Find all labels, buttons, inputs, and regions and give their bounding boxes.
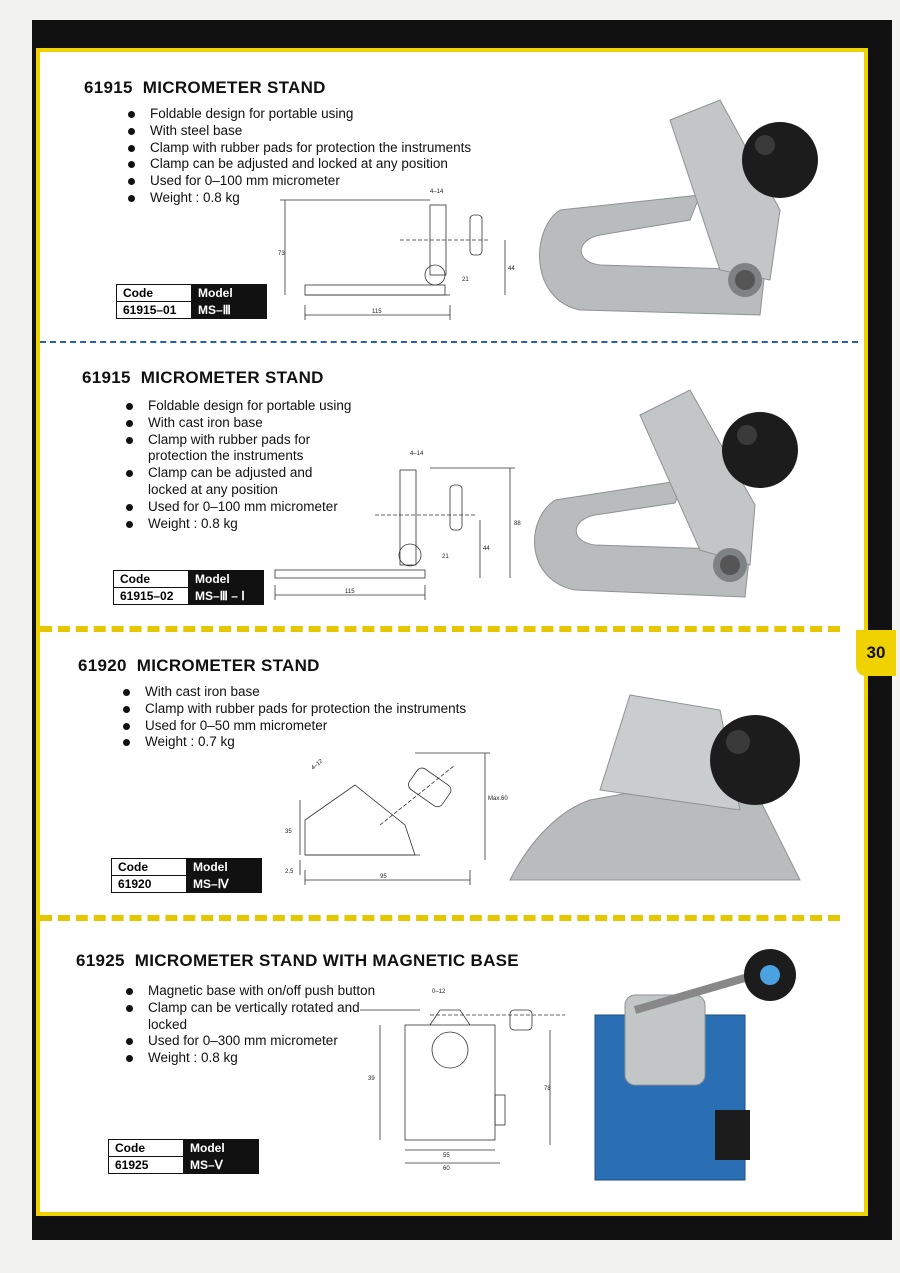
- list-item: Weight : 0.8 kg: [124, 516, 354, 533]
- dim-label: 95: [380, 874, 387, 880]
- model-header: Model: [191, 284, 267, 302]
- feature-list: Foldable design for portable using With …: [126, 106, 546, 207]
- knob-icon: [710, 715, 800, 805]
- list-item: Weight : 0.8 kg: [124, 1050, 384, 1067]
- feature-list: Foldable design for portable using With …: [124, 398, 354, 532]
- list-item: Clamp with rubber pads for protection th…: [126, 140, 546, 157]
- dim-label: 4–12: [310, 758, 325, 772]
- dim-label: 88: [514, 521, 521, 527]
- list-item: Clamp can be adjusted and locked at any …: [124, 465, 354, 499]
- feature-list: With cast iron base Clamp with rubber pa…: [121, 684, 541, 751]
- product-number: 61925: [76, 951, 125, 970]
- list-item: Weight : 0.8 kg: [126, 190, 546, 207]
- feature-list: Magnetic base with on/off push button Cl…: [124, 983, 384, 1067]
- product-title: 61915 MICROMETER STAND: [84, 78, 326, 98]
- model-value: MS–Ⅴ: [183, 1156, 259, 1174]
- dim-label: 35: [285, 829, 292, 835]
- dim-label: 21: [462, 277, 469, 283]
- dim-label: 2.5: [285, 869, 294, 875]
- list-item: Used for 0–100 mm micrometer: [126, 173, 546, 190]
- dim-label: 73: [278, 251, 285, 257]
- dim-label: 4–14: [410, 451, 424, 457]
- list-item: Used for 0–300 mm micrometer: [124, 1033, 384, 1050]
- product-number: 61920: [78, 656, 127, 675]
- list-item: With steel base: [126, 123, 546, 140]
- code-value: 61920: [111, 875, 187, 893]
- code-value: 61915–02: [113, 587, 189, 605]
- dimension-drawing: 0–12 39 78 55 60: [360, 989, 565, 1172]
- model-header: Model: [183, 1139, 259, 1157]
- list-item: Used for 0–100 mm micrometer: [124, 499, 354, 516]
- dimension-drawing: 4–12 35 2.5 Max.60 95: [285, 752, 508, 885]
- dimension-drawing: 4–14 88 44 21 115: [274, 451, 521, 600]
- page-number-tab: 30: [856, 630, 896, 676]
- dim-label: 44: [483, 546, 490, 552]
- model-value: MS–Ⅲ – Ⅰ: [188, 587, 264, 605]
- product-name: MICROMETER STAND: [136, 656, 320, 675]
- dim-label: 115: [345, 589, 355, 595]
- product-title: 61920 MICROMETER STAND: [78, 656, 320, 676]
- dim-label: 44: [508, 266, 515, 272]
- dim-label: 39: [368, 1076, 375, 1082]
- list-item: Clamp can be vertically rotated and lock…: [124, 1000, 384, 1034]
- model-header: Model: [186, 858, 262, 876]
- product-title: 61925 MICROMETER STAND WITH MAGNETIC BASE: [76, 951, 519, 971]
- dimension-drawing: 73 4–14 21 44 115: [278, 189, 515, 320]
- dim-label: 21: [442, 554, 449, 560]
- dim-label: 0–12: [432, 989, 446, 995]
- dim-label: 55: [443, 1153, 450, 1159]
- dim-label: Max.60: [488, 796, 508, 802]
- model-value: MS–Ⅳ: [186, 875, 262, 893]
- list-item: Clamp with rubber pads for protection th…: [121, 701, 541, 718]
- section-divider-2: [40, 626, 840, 632]
- model-value: MS–Ⅲ: [191, 301, 267, 319]
- product-photo: [539, 99, 818, 316]
- knob-icon: [722, 412, 798, 488]
- code-value: 61915–01: [116, 301, 192, 319]
- section-divider-3: [40, 915, 840, 921]
- section-divider-1: [40, 341, 858, 343]
- product-name: MICROMETER STAND: [140, 368, 324, 387]
- code-header: Code: [113, 570, 189, 588]
- dim-label: 60: [443, 1166, 450, 1172]
- product-name: MICROMETER STAND: [142, 78, 326, 97]
- code-header: Code: [116, 284, 192, 302]
- product-photo: [594, 949, 796, 1181]
- dim-label: 115: [372, 309, 382, 315]
- product-name: MICROMETER STAND WITH MAGNETIC BASE: [134, 951, 519, 970]
- list-item: Foldable design for portable using: [126, 106, 546, 123]
- list-item: Magnetic base with on/off push button: [124, 983, 384, 1000]
- model-header: Model: [188, 570, 264, 588]
- list-item: Foldable design for portable using: [124, 398, 354, 415]
- code-header: Code: [111, 858, 187, 876]
- product-photo: [534, 389, 798, 598]
- code-value: 61925: [108, 1156, 184, 1174]
- list-item: Clamp with rubber pads for protection th…: [124, 432, 354, 466]
- list-item: Clamp can be adjusted and locked at any …: [126, 156, 546, 173]
- list-item: With cast iron base: [124, 415, 354, 432]
- list-item: Weight : 0.7 kg: [121, 734, 541, 751]
- dim-label: 4–14: [430, 189, 444, 195]
- product-number: 61915: [82, 368, 131, 387]
- list-item: With cast iron base: [121, 684, 541, 701]
- product-photo: [509, 694, 801, 881]
- code-header: Code: [108, 1139, 184, 1157]
- list-item: Used for 0–50 mm micrometer: [121, 718, 541, 735]
- product-number: 61915: [84, 78, 133, 97]
- knob-icon: [742, 122, 818, 198]
- dim-label: 78: [544, 1086, 551, 1092]
- knob-icon: [744, 949, 796, 1001]
- product-title: 61915 MICROMETER STAND: [82, 368, 324, 388]
